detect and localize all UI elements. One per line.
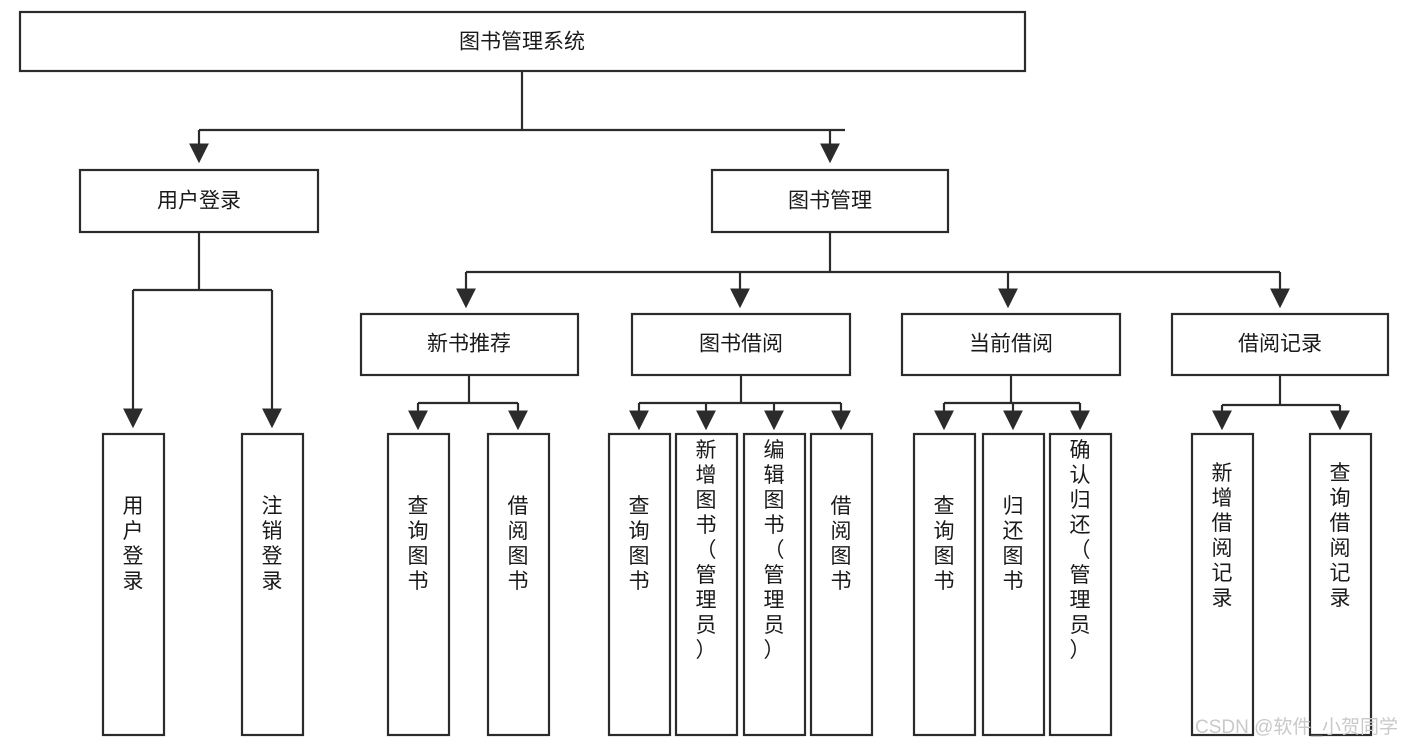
leaf-query-book-3-box[interactable] [912,432,977,737]
leaf-return-book[interactable]: 归还图书 [981,432,1046,737]
leaf-borrow-book-1-box[interactable] [486,432,551,737]
leaf-user-login-label: 用户登录 [123,495,144,593]
leaf-query-book-1[interactable]: 查询图书 [386,432,451,737]
leaf-borrow-book-1[interactable]: 借阅图书 [486,432,551,737]
leaf-add-book-label: 新增图书（管理员） [696,439,717,662]
leaf-query-book-2-box[interactable] [607,432,672,737]
leaf-add-record[interactable]: 新增借阅记录 [1190,432,1255,737]
leaf-add-record-box[interactable] [1190,432,1255,737]
node-user-login-label: 用户登录 [157,190,241,213]
csdn-watermark: CSDN @软件_小贺同学 [1195,716,1398,738]
node-book-borrow-box[interactable] [630,312,852,377]
node-book-borrow[interactable]: 图书借阅 [630,312,852,377]
leaf-user-login[interactable]: 用户登录 [101,432,166,737]
node-book-manage[interactable]: 图书管理 [710,168,950,234]
node-current-borrow-label: 当前借阅 [969,333,1053,356]
leaf-query-book-2[interactable]: 查询图书 [607,432,672,737]
leaf-query-book-1-label: 查询图书 [408,495,429,593]
node-root[interactable]: 图书管理系统 [18,10,1027,73]
node-book-borrow-label: 图书借阅 [699,333,783,356]
node-borrow-record-box[interactable] [1170,312,1390,377]
node-current-borrow-box[interactable] [900,312,1122,377]
leaf-user-logout[interactable]: 注销登录 [240,432,305,737]
leaf-user-logout-label: 注销登录 [262,495,283,593]
leaf-query-book-1-box[interactable] [386,432,451,737]
leaf-query-book-3-label: 查询图书 [934,495,955,593]
leaf-return-book-label: 归还图书 [1003,495,1024,593]
node-user-login[interactable]: 用户登录 [78,168,320,234]
leaf-user-logout-box[interactable] [240,432,305,737]
leaf-user-login-box[interactable] [101,432,166,737]
node-new-book-recommend[interactable]: 新书推荐 [359,312,580,377]
leaf-query-record[interactable]: 查询借阅记录 [1308,432,1373,737]
node-book-manage-box[interactable] [710,168,950,234]
leaf-query-record-box[interactable] [1308,432,1373,737]
leaf-confirm-return-box[interactable] [1048,432,1113,737]
leaf-query-book-2-label: 查询图书 [629,495,650,593]
leaf-confirm-return[interactable]: 确认归还（管理员） [1048,432,1113,737]
leaf-borrow-book-2[interactable]: 借阅图书 [809,432,874,737]
leaf-edit-book-label: 编辑图书（管理员） [764,439,785,662]
leaf-query-book-3[interactable]: 查询图书 [912,432,977,737]
leaf-edit-book-box[interactable] [742,432,807,737]
node-user-login-box[interactable] [78,168,320,234]
leaf-borrow-book-2-label: 借阅图书 [831,495,852,593]
leaf-add-book-box[interactable] [674,432,739,737]
leaf-return-book-box[interactable] [981,432,1046,737]
node-borrow-record[interactable]: 借阅记录 [1170,312,1390,377]
leaf-query-record-label: 查询借阅记录 [1330,462,1351,610]
leaf-add-record-label: 新增借阅记录 [1212,462,1233,610]
edges-layer [123,71,1350,431]
leaf-confirm-return-label: 确认归还（管理员） [1070,439,1091,662]
leaf-borrow-book-2-box[interactable] [809,432,874,737]
leaf-add-book[interactable]: 新增图书（管理员） [674,432,739,737]
node-new-book-recommend-box[interactable] [359,312,580,377]
leaf-borrow-book-1-label: 借阅图书 [508,495,529,593]
leaf-edit-book[interactable]: 编辑图书（管理员） [742,432,807,737]
node-current-borrow[interactable]: 当前借阅 [900,312,1122,377]
node-new-book-recommend-label: 新书推荐 [427,333,511,356]
node-borrow-record-label: 借阅记录 [1238,333,1322,356]
node-root-label: 图书管理系统 [459,31,585,54]
node-root-box[interactable] [18,10,1027,73]
node-book-manage-label: 图书管理 [788,190,872,213]
